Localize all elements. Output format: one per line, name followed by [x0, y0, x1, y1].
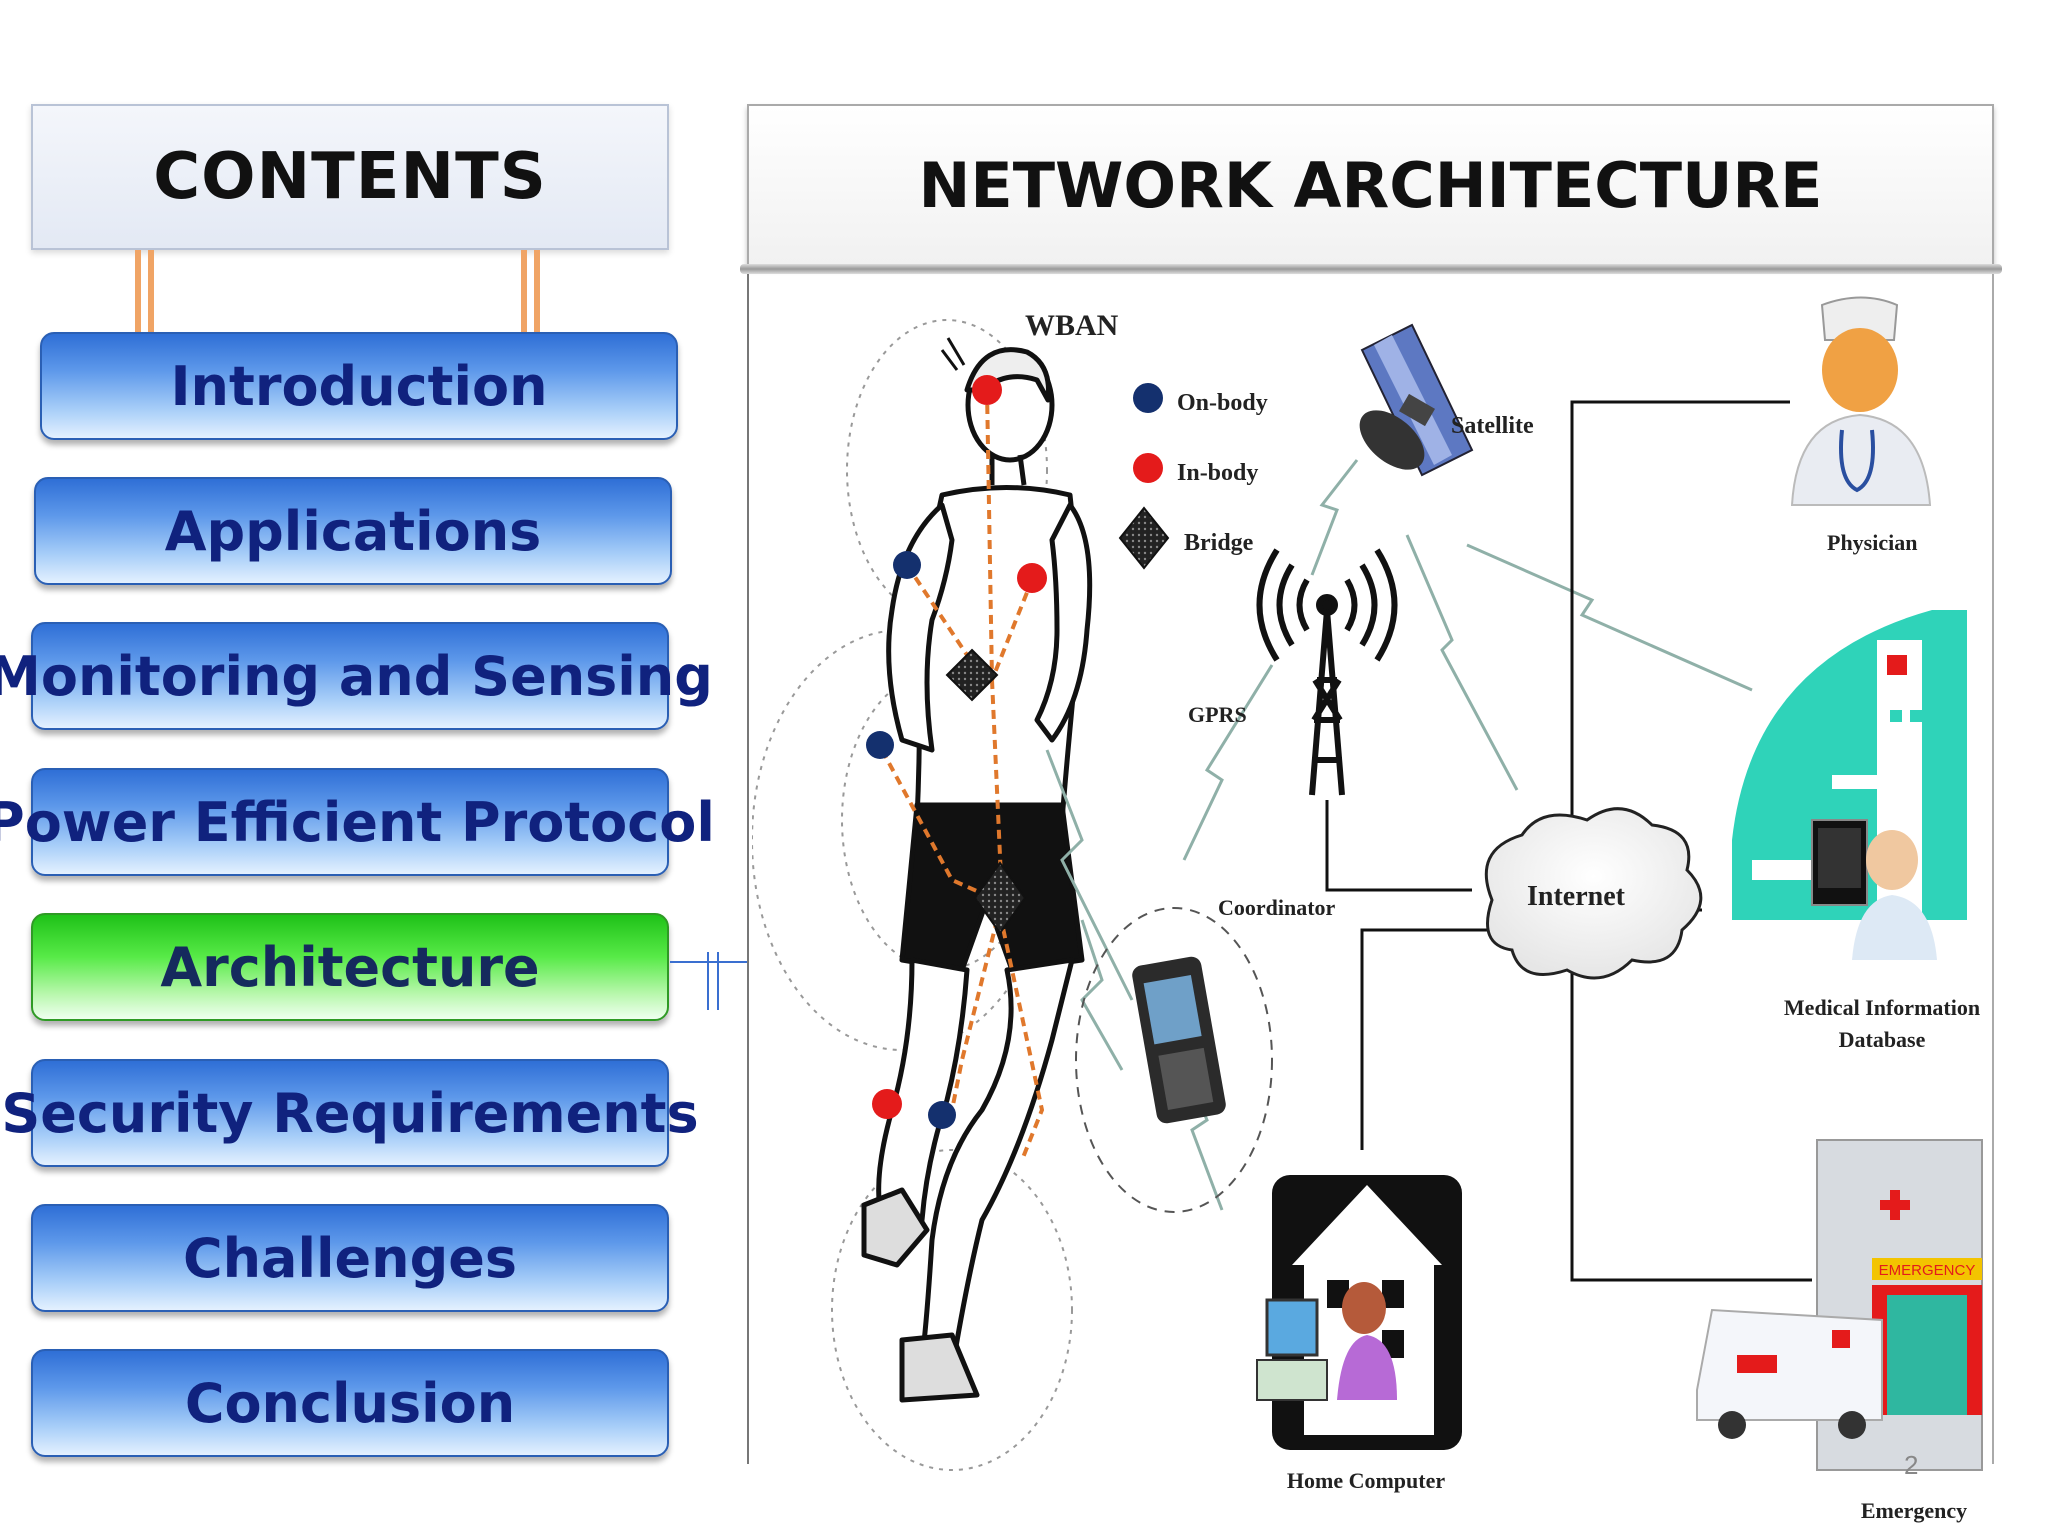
on-body-legend-icon [1133, 383, 1163, 413]
satellite-icon [1359, 323, 1474, 477]
menu-item-architecture[interactable]: Architecture [31, 913, 669, 1021]
menu-item-security-requirements[interactable]: Security Requirements [1, 1059, 699, 1167]
menu-item-introduction[interactable]: Introduction [40, 332, 678, 440]
cell-tower-icon [1256, 548, 1398, 796]
wireless-links [1045, 459, 1753, 1211]
menu-item-challenges[interactable]: Challenges [31, 1204, 669, 1312]
in-body-sensors [872, 375, 1047, 1119]
emergency-label: Emergency [1861, 1498, 1967, 1523]
network-architecture-diagram: WBAN [752, 296, 1983, 1523]
menu-item-label: Challenges [182, 1226, 518, 1290]
bridge-legend-icon [1118, 506, 1170, 570]
legend: On-body In-body Bridge [1118, 383, 1268, 570]
pda-device-icon [1132, 956, 1226, 1124]
physician-label: Physician [1827, 530, 1917, 555]
contents-title: CONTENTS [153, 140, 547, 214]
emergency-sign-text: EMERGENCY [1879, 1262, 1976, 1279]
menu-item-applications[interactable]: Applications [34, 477, 672, 585]
panel-title-bar: NETWORK ARCHITECTURE [747, 104, 1994, 266]
menu-item-label: Architecture [160, 935, 540, 999]
coordinator-label: Coordinator [1218, 895, 1336, 920]
menu-item-label: Introduction [170, 354, 548, 418]
runner-figure [861, 337, 1093, 1403]
gprs-label: GPRS [1188, 702, 1247, 727]
medical-db-label-1: Medical Information [1784, 995, 1980, 1020]
menu-item-label: Power Efficient Protocol [0, 790, 715, 854]
page-title: NETWORK ARCHITECTURE [918, 148, 1823, 222]
active-connector [670, 952, 748, 1010]
home-computer-label: Home Computer [1287, 1468, 1445, 1493]
menu-item-label: Conclusion [184, 1371, 516, 1435]
menu-item-label: Applications [164, 499, 542, 563]
internet-label: Internet [1527, 881, 1626, 912]
emergency-hospital-icon: EMERGENCY [1816, 1139, 1983, 1471]
wban-label: WBAN [1025, 309, 1119, 342]
legend-on-body: On-body [1177, 390, 1268, 416]
wired-links [1325, 400, 1812, 1282]
home-computer-icon [1256, 1175, 1462, 1450]
ambulance-icon [1696, 1308, 1883, 1439]
legend-bridge: Bridge [1184, 530, 1254, 556]
satellite-label: Satellite [1451, 413, 1534, 439]
header-post-left [134, 250, 156, 334]
menu-item-label: Monitoring and Sensing [0, 644, 713, 708]
contents-header: CONTENTS [31, 104, 669, 250]
coordinator-range [1075, 907, 1273, 1213]
in-body-legend-icon [1133, 453, 1163, 483]
legend-in-body: In-body [1177, 460, 1258, 486]
menu-item-monitoring-and-sensing[interactable]: Monitoring and Sensing [0, 622, 713, 730]
menu-item-label: Security Requirements [1, 1081, 699, 1145]
medical-db-label-2: Database [1839, 1027, 1926, 1052]
hospital-database-icon [1732, 610, 1967, 960]
page-number: 2 [1904, 1450, 1919, 1480]
menu-item-power-efficient-protocol[interactable]: Power Efficient Protocol [0, 768, 715, 876]
bridge-nodes [945, 648, 1027, 935]
physician-icon [1790, 296, 1932, 506]
title-divider [740, 264, 2002, 274]
on-body-sensors [866, 551, 956, 1129]
menu-item-conclusion[interactable]: Conclusion [31, 1349, 669, 1457]
header-post-right [520, 250, 542, 334]
internet-cloud-icon [1484, 807, 1703, 980]
